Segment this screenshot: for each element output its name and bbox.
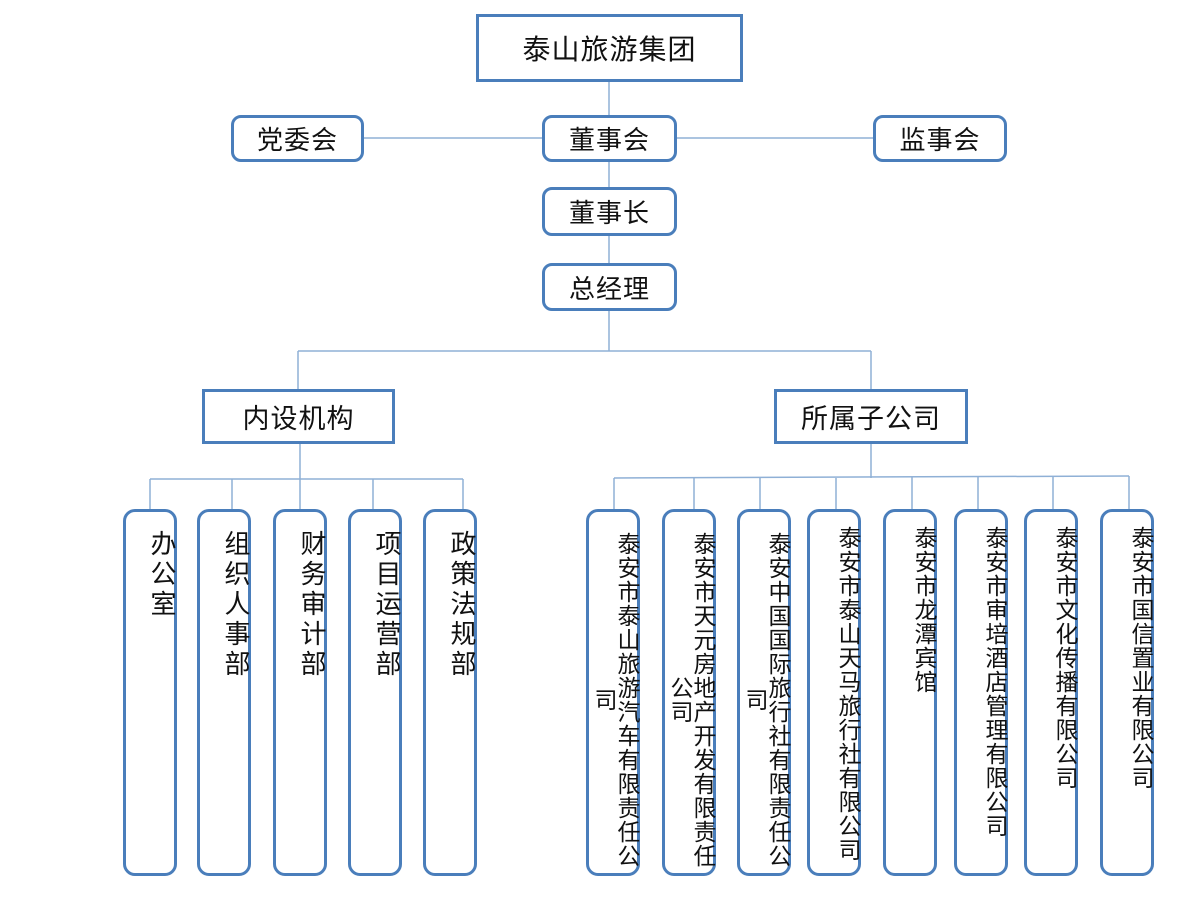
supervisory-board-label: 监事会 [899, 126, 981, 156]
chairman-box: 董事长 [542, 187, 677, 236]
subsidiaries-box: 所属子公司 [774, 389, 968, 444]
group-title-box: 泰山旅游集团 [476, 14, 743, 82]
department-box: 财务审计部 [273, 509, 327, 876]
subsidiaries-label: 所属子公司 [801, 404, 941, 435]
subsidiary-box: 泰安市国信置业有限公司 [1100, 509, 1154, 876]
board-label: 董事会 [568, 126, 650, 156]
subsidiary-box: 泰安中国国际旅行社有限责任公司 [737, 509, 791, 876]
internal-dept-label: 内设机构 [242, 404, 355, 435]
party-committee-box: 党委会 [231, 115, 364, 162]
general-manager-label: 总经理 [568, 274, 650, 305]
subsidiary-box: 泰安市泰山旅游汽车有限责任公司 [586, 509, 640, 876]
chairman-label: 董事长 [568, 199, 650, 229]
subsidiary-label: 泰安市天元房地产开发有限责任公司 [666, 531, 715, 868]
subsidiary-label: 泰安市文化传播有限公司 [1051, 526, 1077, 790]
supervisory-board-box: 监事会 [873, 115, 1007, 162]
party-committee-label: 党委会 [256, 126, 338, 156]
department-label: 组织人事部 [220, 530, 250, 680]
department-label: 政策法规部 [446, 530, 476, 680]
group-title: 泰山旅游集团 [522, 33, 697, 66]
subsidiary-label: 泰安市泰山天马旅行社有限公司 [834, 526, 860, 862]
subsidiary-box: 泰安市泰山天马旅行社有限公司 [807, 509, 861, 876]
subsidiary-label: 泰安市国信置业有限公司 [1127, 526, 1153, 790]
subsidiary-label: 泰安中国国际旅行社有限责任公司 [741, 531, 790, 868]
connector [613, 475, 1130, 479]
subsidiary-box: 泰安市审培酒店管理有限公司 [954, 509, 1008, 876]
board-box: 董事会 [542, 115, 677, 162]
internal-dept-box: 内设机构 [202, 389, 395, 444]
department-box: 项目运营部 [348, 509, 402, 876]
department-box: 组织人事部 [197, 509, 251, 876]
general-manager-box: 总经理 [542, 263, 677, 311]
department-label: 办公室 [146, 530, 176, 620]
department-box: 办公室 [123, 509, 177, 876]
subsidiary-box: 泰安市天元房地产开发有限责任公司 [662, 509, 716, 876]
subsidiary-label: 泰安市泰山旅游汽车有限责任公司 [590, 531, 639, 868]
department-box: 政策法规部 [423, 509, 477, 876]
department-label: 项目运营部 [371, 530, 401, 680]
subsidiary-label: 泰安市龙潭宾馆 [910, 526, 936, 694]
subsidiary-box: 泰安市龙潭宾馆 [883, 509, 937, 876]
subsidiary-label: 泰安市审培酒店管理有限公司 [981, 526, 1007, 838]
department-label: 财务审计部 [296, 530, 326, 680]
subsidiary-box: 泰安市文化传播有限公司 [1024, 509, 1078, 876]
